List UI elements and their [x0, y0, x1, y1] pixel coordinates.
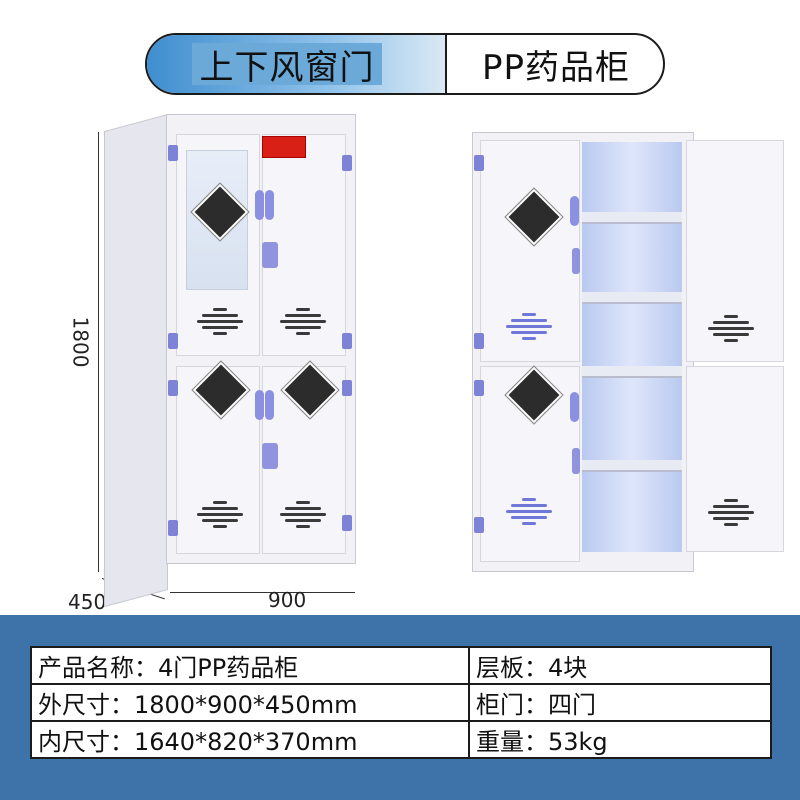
- hinge-icon: [342, 333, 352, 349]
- shelf: [582, 212, 682, 224]
- door-handle: [255, 390, 264, 420]
- lock-icon: [572, 448, 580, 474]
- shelf: [582, 460, 682, 472]
- spec-inner-size: 内尺寸：1640*820*370mm: [30, 720, 470, 759]
- spec-outer-size: 外尺寸：1800*900*450mm: [30, 683, 470, 722]
- title-banner: 上下风窗门 PP药品柜: [145, 33, 665, 95]
- door-handle: [265, 390, 274, 420]
- hinge-icon: [342, 155, 352, 171]
- door-handle: [570, 196, 579, 226]
- vent-grille-icon: [708, 312, 754, 345]
- spec-row: 外尺寸：1800*900*450mm 柜门：四门: [30, 683, 772, 722]
- banner-divider: [445, 35, 447, 93]
- hinge-icon: [168, 380, 178, 396]
- vent-grille-icon: [708, 496, 754, 529]
- height-dimension-line: [98, 132, 99, 572]
- height-dimension-label: 1800: [68, 316, 93, 368]
- hinge-icon: [474, 517, 484, 533]
- vent-grille-icon: [506, 310, 552, 343]
- spec-weight: 重量：53kg: [468, 720, 772, 759]
- lock-icon: [262, 242, 278, 268]
- cabinet-interior: [582, 142, 682, 552]
- spec-row: 内尺寸：1640*820*370mm 重量：53kg: [30, 720, 772, 759]
- open-door-top: [686, 140, 784, 362]
- spec-door-count: 柜门：四门: [468, 683, 772, 722]
- shelf: [582, 366, 682, 378]
- door-handle: [265, 190, 274, 220]
- vent-grille-icon: [280, 305, 326, 338]
- hinge-icon: [474, 155, 484, 171]
- hinge-icon: [168, 520, 178, 536]
- door-type-title: 上下风窗门: [192, 43, 382, 88]
- door-handle: [570, 392, 579, 422]
- hinge-icon: [168, 333, 178, 349]
- shelf: [582, 292, 682, 304]
- cabinet-side-panel: [104, 114, 168, 608]
- product-type-title: PP药品柜: [481, 47, 630, 88]
- spec-table: 产品名称：4门PP药品柜 层板：4块 外尺寸：1800*900*450mm 柜门…: [30, 646, 772, 759]
- hinge-icon: [168, 145, 178, 161]
- lock-icon: [572, 248, 580, 274]
- vent-grille-icon: [506, 495, 552, 528]
- width-dimension-line: [170, 592, 355, 593]
- spec-product-name: 产品名称：4门PP药品柜: [30, 646, 470, 685]
- vent-grille-icon: [280, 498, 326, 531]
- hinge-icon: [474, 333, 484, 349]
- vent-grille-icon: [197, 498, 243, 531]
- red-warning-label: [262, 136, 306, 158]
- hinge-icon: [474, 380, 484, 396]
- vent-grille-icon: [197, 305, 243, 338]
- lock-icon: [262, 443, 278, 469]
- spec-shelf-count: 层板：4块: [468, 646, 772, 685]
- title-banner-left: 上下风窗门: [147, 35, 447, 93]
- hinge-icon: [342, 515, 352, 531]
- spec-row: 产品名称：4门PP药品柜 层板：4块: [30, 646, 772, 685]
- hinge-icon: [342, 380, 352, 396]
- width-dimension-label: 900: [268, 588, 307, 612]
- door-bottom-left: [176, 366, 260, 554]
- open-door-bottom: [686, 366, 784, 552]
- depth-dimension-label: 450: [68, 590, 107, 614]
- door-handle: [255, 190, 264, 220]
